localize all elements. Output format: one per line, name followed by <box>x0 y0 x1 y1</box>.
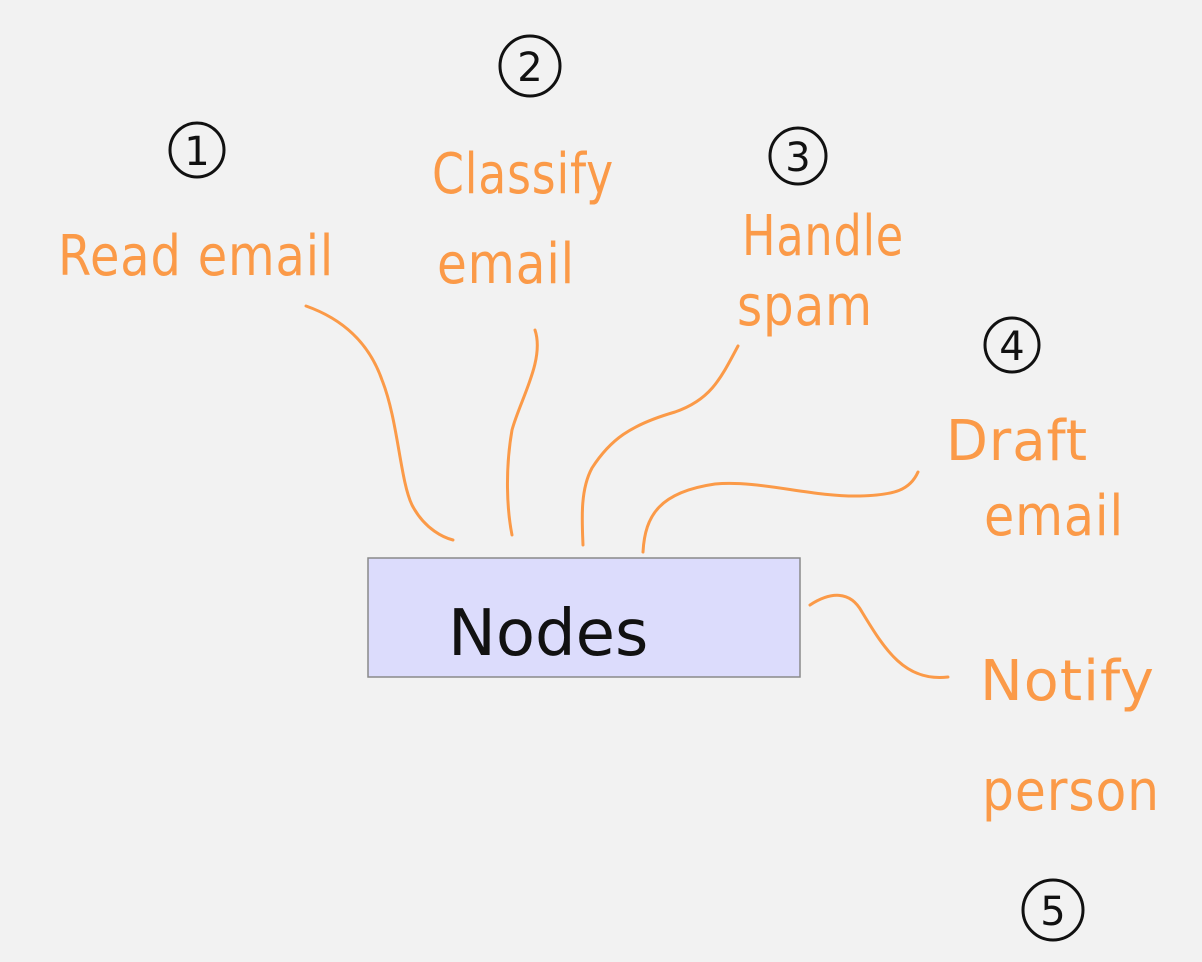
step-3-label-line2: spam <box>737 274 873 339</box>
step-5-number-circle <box>1021 878 1085 942</box>
step-4-number-circle <box>983 316 1041 374</box>
step-1-number: 1 <box>184 129 209 175</box>
step-4: 4 Draft email <box>946 316 1124 549</box>
step-1-number-circle <box>168 121 226 179</box>
step-1-label: Read email <box>58 224 334 289</box>
step-1: 1 Read email <box>58 121 334 289</box>
step-5-number: 5 <box>1040 889 1065 935</box>
step-3-number: 3 <box>785 135 810 181</box>
step-4-label-line1: Draft <box>946 409 1088 474</box>
step-2: 2 Classify email <box>432 34 614 297</box>
connector-read-email <box>304 304 455 542</box>
step-5-label-line2: person <box>982 759 1160 824</box>
nodes-label: Nodes <box>448 597 648 671</box>
step-3-label-line1: Handle <box>742 204 904 269</box>
step-3: 3 Handle spam <box>737 126 904 339</box>
step-3-number-circle <box>768 126 828 186</box>
step-2-number-circle <box>498 34 562 98</box>
connector-notify-person <box>808 593 950 679</box>
step-4-label-line2: email <box>984 484 1124 549</box>
connector-draft-email <box>641 470 920 554</box>
step-5: 5 Notify person <box>980 649 1160 942</box>
step-2-label-line1: Classify <box>432 142 614 207</box>
step-2-label-line2: email <box>437 232 575 297</box>
connector-handle-spam <box>580 344 740 547</box>
connector-classify-email <box>505 328 539 537</box>
step-4-number: 4 <box>999 324 1024 370</box>
step-5-label-line1: Notify <box>980 649 1155 714</box>
nodes-box-rect <box>367 557 801 678</box>
step-2-number: 2 <box>517 45 542 91</box>
nodes-box: Nodes <box>367 557 801 678</box>
